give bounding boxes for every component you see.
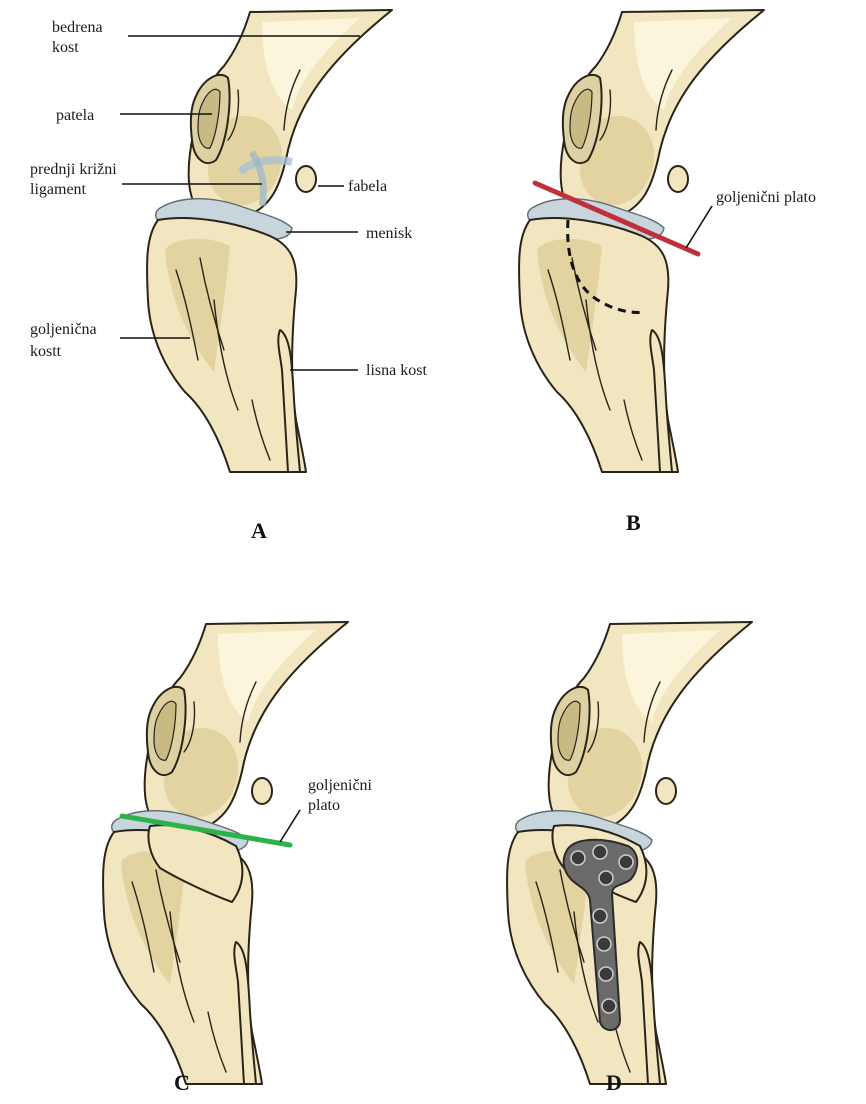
label-acl-1: prednji križni	[30, 161, 117, 178]
label-fibula: lisna kost	[366, 362, 427, 379]
screw	[597, 937, 611, 951]
screw	[599, 967, 613, 981]
label-fabella: fabela	[348, 178, 387, 195]
label-tibia-2: kostt	[30, 343, 62, 360]
label-tibial-plateau-b: goljenični plato	[716, 189, 816, 206]
screw	[571, 851, 585, 865]
panel-letter-b: B	[626, 510, 641, 535]
panel-d: D	[507, 622, 752, 1095]
screw	[593, 909, 607, 923]
label-patella: patela	[56, 107, 94, 124]
label-femur-2: kost	[52, 39, 79, 56]
plateau-b-leader	[686, 206, 712, 248]
panel-c: goljenični plato C	[103, 622, 373, 1095]
label-tibial-plateau-c-1: goljenični	[308, 777, 373, 794]
panel-letter-a: A	[251, 518, 267, 543]
label-acl-2: ligament	[30, 181, 87, 198]
screw	[599, 871, 613, 885]
panel-a: bedrena kost patela prednji križni ligam…	[30, 10, 427, 543]
label-femur-1: bedrena	[52, 19, 103, 36]
label-tibial-plateau-c-2: plato	[308, 797, 340, 814]
panel-b: goljenični plato B	[519, 10, 816, 535]
panel-letter-d: D	[606, 1070, 622, 1095]
screw	[602, 999, 616, 1013]
label-tibia-1: goljenična	[30, 321, 97, 338]
label-meniscus: menisk	[366, 225, 412, 242]
screw	[619, 855, 633, 869]
panel-letter-c: C	[174, 1070, 190, 1095]
plateau-c-leader	[280, 810, 300, 842]
screw	[593, 845, 607, 859]
